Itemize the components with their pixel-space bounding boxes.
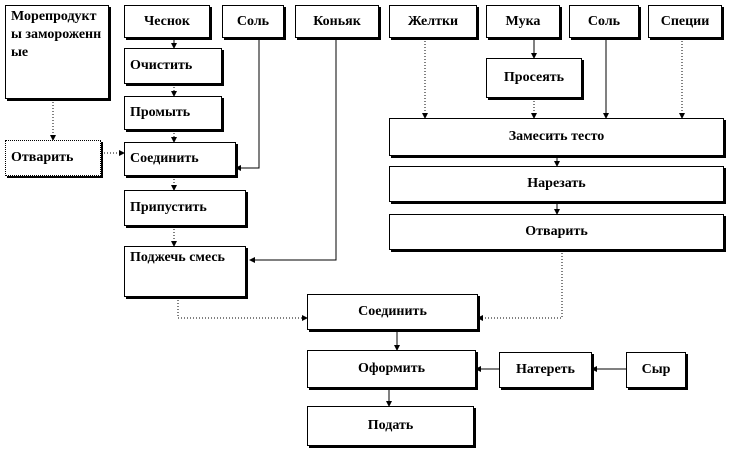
node-garlic: Чеснок xyxy=(124,5,210,38)
node-flour: Мука xyxy=(486,5,560,38)
node-flambe: Поджечь смесь xyxy=(124,246,246,297)
arrow-cognac-to-flambe xyxy=(249,38,337,263)
node-decorate: Оформить xyxy=(307,350,476,388)
node-combine2: Соединить xyxy=(307,294,478,330)
arrow-salt-to-combine xyxy=(235,38,260,171)
node-wash: Промыть xyxy=(124,96,222,130)
node-serve: Подать xyxy=(307,406,474,446)
node-boil-seafood: Отварить xyxy=(5,140,101,176)
node-seafood: Морепродукты замороженные xyxy=(5,5,109,99)
node-spices: Специи xyxy=(648,5,722,38)
arrow-boil-dough-to-combine2 xyxy=(477,250,563,321)
node-saute: Припустить xyxy=(124,190,246,226)
node-salt1: Соль xyxy=(222,5,284,38)
node-grate: Натереть xyxy=(499,352,592,388)
node-combine1: Соединить xyxy=(124,142,236,176)
node-salt2: Соль xyxy=(569,5,639,38)
arrow-flambe-to-combine2 xyxy=(177,297,308,321)
node-boil-dough: Отварить xyxy=(389,214,724,250)
node-peel: Очистить xyxy=(124,48,222,84)
node-sift: Просеять xyxy=(486,58,582,98)
node-cheese: Сыр xyxy=(626,352,686,388)
node-knead: Замесить тесто xyxy=(389,118,724,156)
node-cognac: Коньяк xyxy=(295,5,379,38)
node-yolks: Желтки xyxy=(389,5,477,38)
node-cut: Нарезать xyxy=(389,166,724,202)
